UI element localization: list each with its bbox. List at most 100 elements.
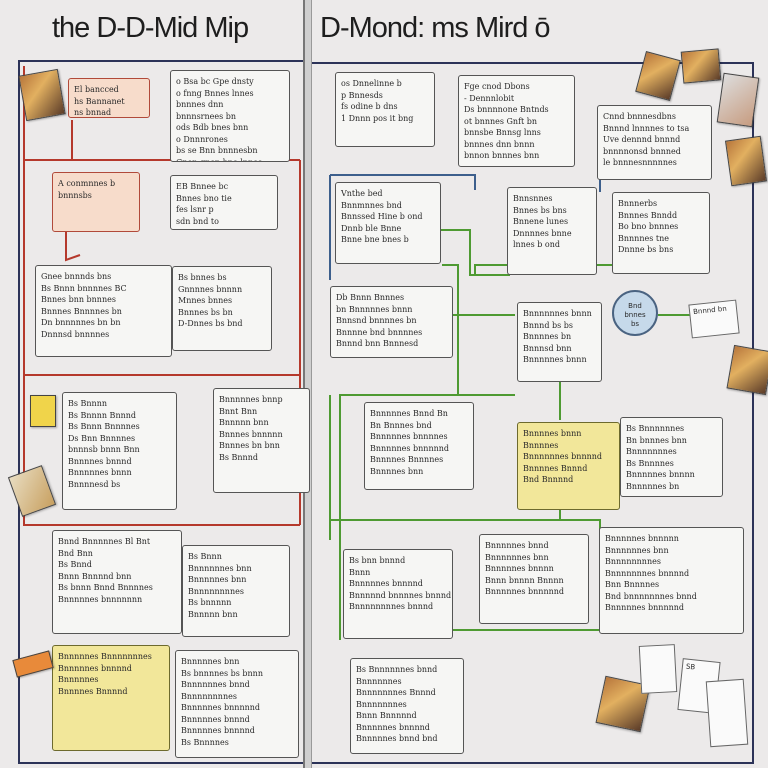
sticky-note: Bnnnd bn: [688, 299, 740, 339]
node-text-line: Bnnn Bnnnnd bnn: [58, 571, 132, 581]
sticky-note: [705, 678, 749, 748]
node-text-line: Bnnnnnes bnnnnnnn: [58, 594, 143, 604]
node-text-line: Bnnnnn bnn: [219, 418, 269, 427]
node-text-line: Bnn Bnnnnes: [605, 580, 660, 589]
node-text-line: hs Bannanet: [74, 96, 125, 106]
node-text-line: Bnnnnnnes bnn: [605, 545, 669, 555]
node-text-line: Bs Bnnn Bnnnnes: [68, 422, 140, 431]
node-text-line: Ds Bnn Bnnnnes: [68, 433, 136, 443]
node-text-line: EB Bnnee bc: [176, 182, 229, 191]
node-text-line: Bnnnes bs bn: [178, 307, 233, 317]
node-text-line: Bnnnnes bnn: [370, 466, 424, 476]
node-text-line: Bnnnnnnes bnn: [188, 563, 252, 573]
photo-sticker: [716, 72, 760, 128]
node-text-line: Bnnnnn bnn: [188, 609, 238, 619]
node-text-line: bnnnes dnn bnnn: [464, 139, 535, 149]
node-text-line: Bnd bnnnnnnnes bnnd: [605, 591, 697, 601]
node-text-line: Bs Bnnd: [58, 560, 92, 569]
node-text-line: Bnnnnnnes: [356, 676, 402, 686]
node-text-line: Bnnnnnes bnnd: [485, 541, 549, 550]
node-text-line: Bnnnnnes bn: [626, 481, 680, 491]
node-text-line: bnnon bnnnes bnn: [464, 151, 540, 160]
node-text-line: Bnnnnnes bnnnnes: [370, 432, 448, 441]
node-text-line: bnnnsbs: [58, 190, 92, 200]
node-text-line: bs se Bnn bnnnesbn: [176, 146, 258, 155]
sticky-note: [638, 644, 678, 694]
node-text-line: Bnnnes Bnnnnes bn: [41, 306, 122, 316]
node-text-line: Bnnnnnes bnnnnd: [349, 579, 423, 588]
node-text-line: ot bnnnes Gnft bn: [464, 116, 538, 126]
right-panel-frame: [312, 62, 754, 764]
node-text-line: - Dennnlobit: [464, 93, 515, 103]
node-text-line: Bnnnnes: [523, 440, 559, 450]
node-text-line: Bnnnnnes bnnnnd: [58, 663, 132, 673]
node-text-line: 1 Dnnn pos it bng: [341, 113, 414, 123]
node-text-line: Bnnnnes Bnnnnd: [58, 686, 128, 696]
node-text-line: o Dnnnrones: [176, 134, 228, 144]
node-text-line: Bnnnnnnnnes bnnnd: [349, 602, 434, 611]
node-text-line: Bnnnnnnes bnn: [485, 552, 549, 562]
node-text-line: Bnnnne bnd bnnnnes: [336, 327, 423, 337]
node-text-line: Gnnnnes bnnnn: [178, 284, 243, 294]
node-text-line: Bnnnnnnes bnnn: [523, 309, 592, 318]
node-text-line: ods Bdb bnes bnn: [176, 123, 249, 132]
left-panel-frame: [18, 60, 312, 764]
node-text-line: Bnnnnnes bnnnnn: [605, 534, 679, 543]
node-text-line: Bo bno bnnnes: [618, 222, 679, 231]
node-text-line: Bs Bnnnn Bnnnd: [68, 410, 137, 420]
node-text-line: Bnnnnnes bnn: [188, 575, 247, 584]
node-text-line: o Bsa bc Gpe dnsty: [176, 77, 254, 86]
node-text-line: Bnnnnnes bnnn: [523, 355, 587, 364]
node-text-line: Bnnnnnes bnnnn: [485, 564, 554, 573]
node-text-line: Dn bnnnnnes bn bn: [41, 318, 121, 327]
central-node-circle[interactable]: Bnd bnnes bs: [612, 290, 658, 336]
node-text-line: Bs bnnn Bnnd Bnnnnes: [58, 583, 153, 592]
node-text-line: Bnnene lunes: [513, 217, 569, 226]
node-text-line: Bnnnnes tne: [618, 233, 669, 243]
node-text-line: Mnnes bnnes: [178, 296, 233, 305]
node-text-line: Bnnnnnnnnes: [181, 691, 237, 701]
connector: [23, 66, 300, 526]
node-text-line: sdn bnd to: [176, 216, 219, 226]
node-text-line: Bnnnnnes bnnnnnd: [485, 587, 565, 596]
node-text-line: Bnnssed Hine b ond: [341, 212, 423, 221]
node-text-line: fes lsnr p: [176, 205, 214, 214]
node-text-line: Bs Bnnn: [188, 552, 222, 561]
node-text-line: Bnnes bs bns: [513, 205, 567, 215]
node-text-line: Bnnnnnnnes: [356, 699, 407, 709]
node-text-line: Bnnnnnes bnnnnnd: [605, 603, 685, 612]
node-text-line: Bn bnnnes bnn: [626, 435, 687, 445]
node-text-line: Bnnmnnes bnd: [341, 200, 402, 210]
node-text-line: Bnne bne bnes b: [341, 235, 409, 244]
node-text-line: Bs bnnnnn: [188, 598, 232, 607]
node-text-line: Bnnnnnnnnes: [605, 557, 661, 566]
node-text-line: Bs Bnnnnes: [181, 737, 229, 747]
mind-map-node[interactable]: A conmnnes b bnnnsbs: [52, 172, 140, 232]
